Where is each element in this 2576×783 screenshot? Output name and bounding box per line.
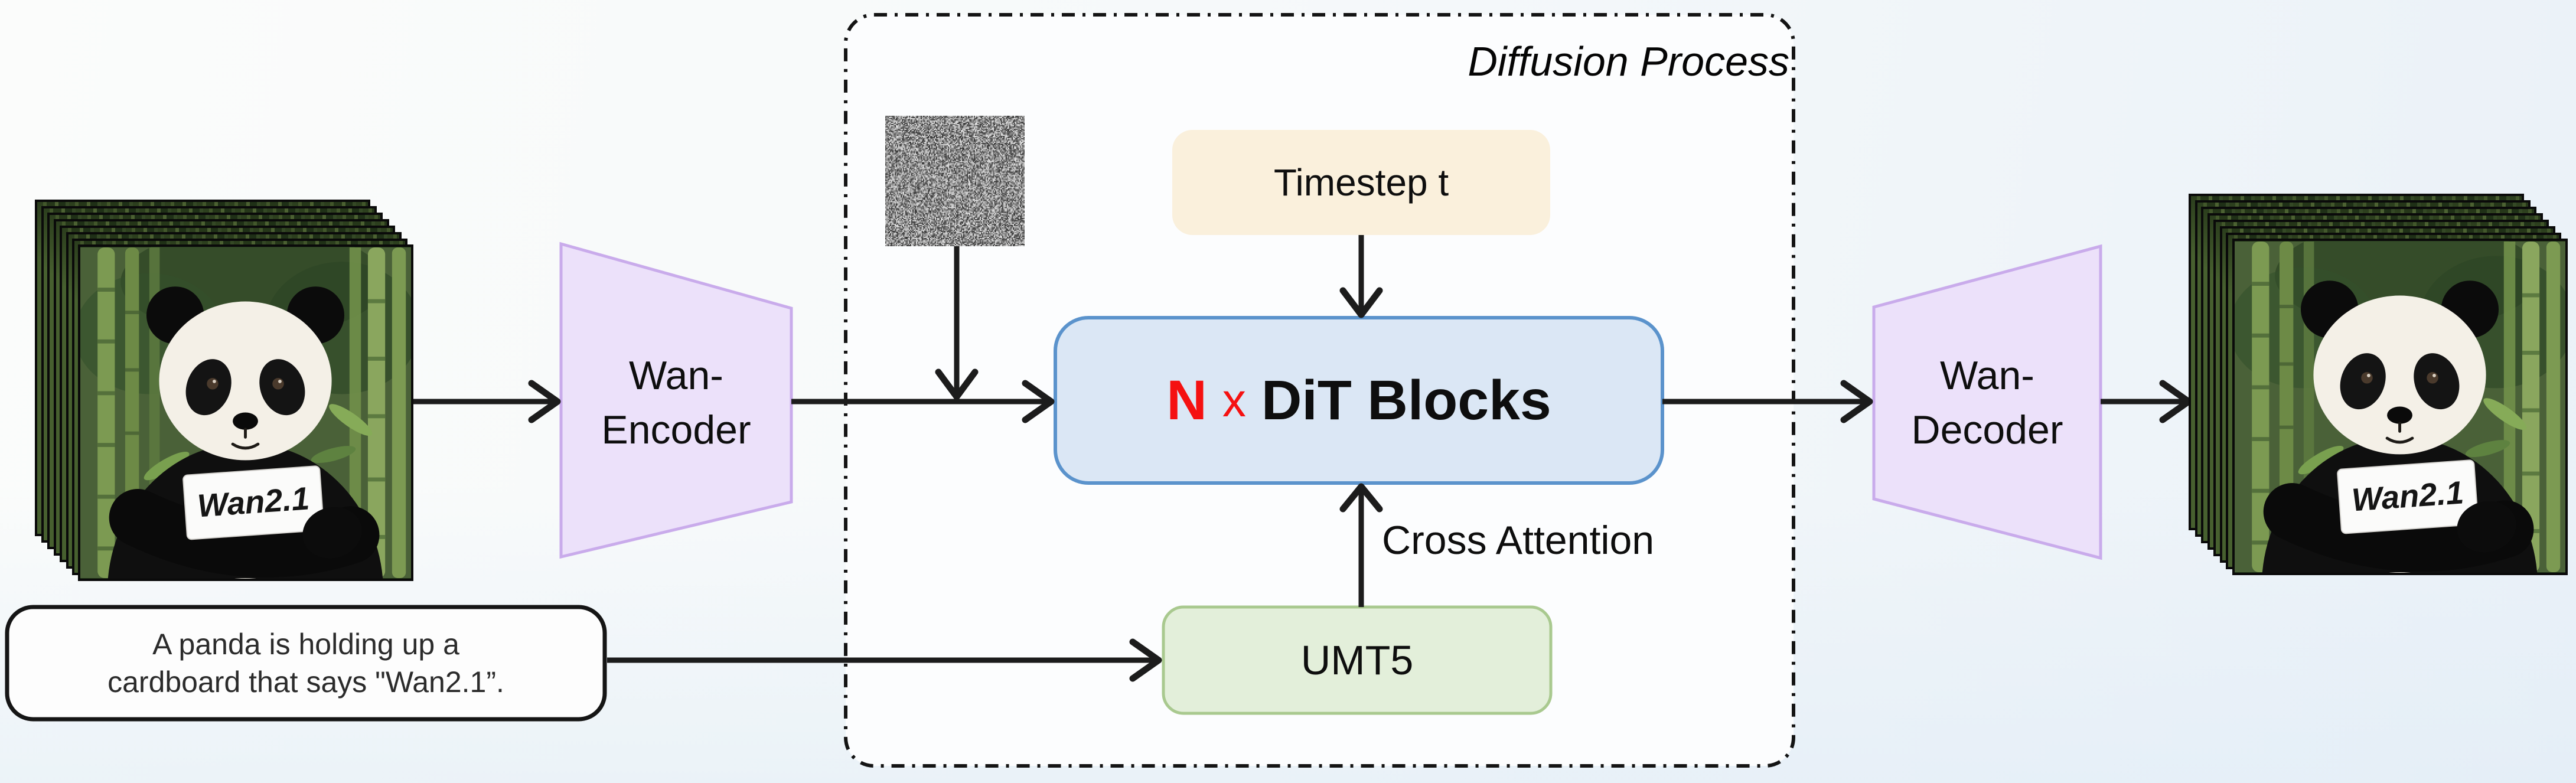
prompt-text-line2: cardboard that says "Wan2.1”. (107, 663, 504, 701)
wan-decoder-label-line2: Decoder (1874, 403, 2101, 457)
wan-encoder-label-line1: Wan- (561, 348, 791, 403)
prompt-text-line1: A panda is holding up a (152, 625, 459, 663)
dit-blocks-text: DiT Blocks (1261, 368, 1551, 433)
dit-blocks-label: N x DiT Blocks (1055, 318, 1662, 483)
dit-n-count: N (1166, 368, 1207, 433)
noise-image (885, 116, 1025, 246)
wan-decoder-label-line1: Wan- (1874, 348, 2101, 403)
wan-encoder-label-line2: Encoder (561, 403, 791, 457)
panda-photo: Wan2.1 (2235, 241, 2565, 573)
cardboard-sign: Wan2.1 (2337, 460, 2479, 534)
arrow-video-to-encoder (413, 383, 557, 420)
diffusion-process-label: Diffusion Process (1376, 38, 1789, 85)
arrow-decoder-to-video (2101, 383, 2189, 420)
video-frame-front: Wan2.1 (78, 244, 413, 581)
cardboard-sign: Wan2.1 (183, 466, 324, 540)
panda-photo: Wan2.1 (80, 247, 411, 579)
wan-decoder-label: Wan- Decoder (1874, 348, 2101, 457)
dit-times-symbol: x (1222, 373, 1246, 428)
umt5-label: UMT5 (1163, 607, 1551, 713)
wan-encoder-label: Wan- Encoder (561, 348, 791, 457)
video-frame-front: Wan2.1 (2232, 239, 2568, 575)
prompt-text: A panda is holding up a cardboard that s… (7, 607, 605, 719)
timestep-label: Timestep t (1172, 130, 1550, 235)
cross-attention-label: Cross Attention (1382, 517, 1654, 563)
